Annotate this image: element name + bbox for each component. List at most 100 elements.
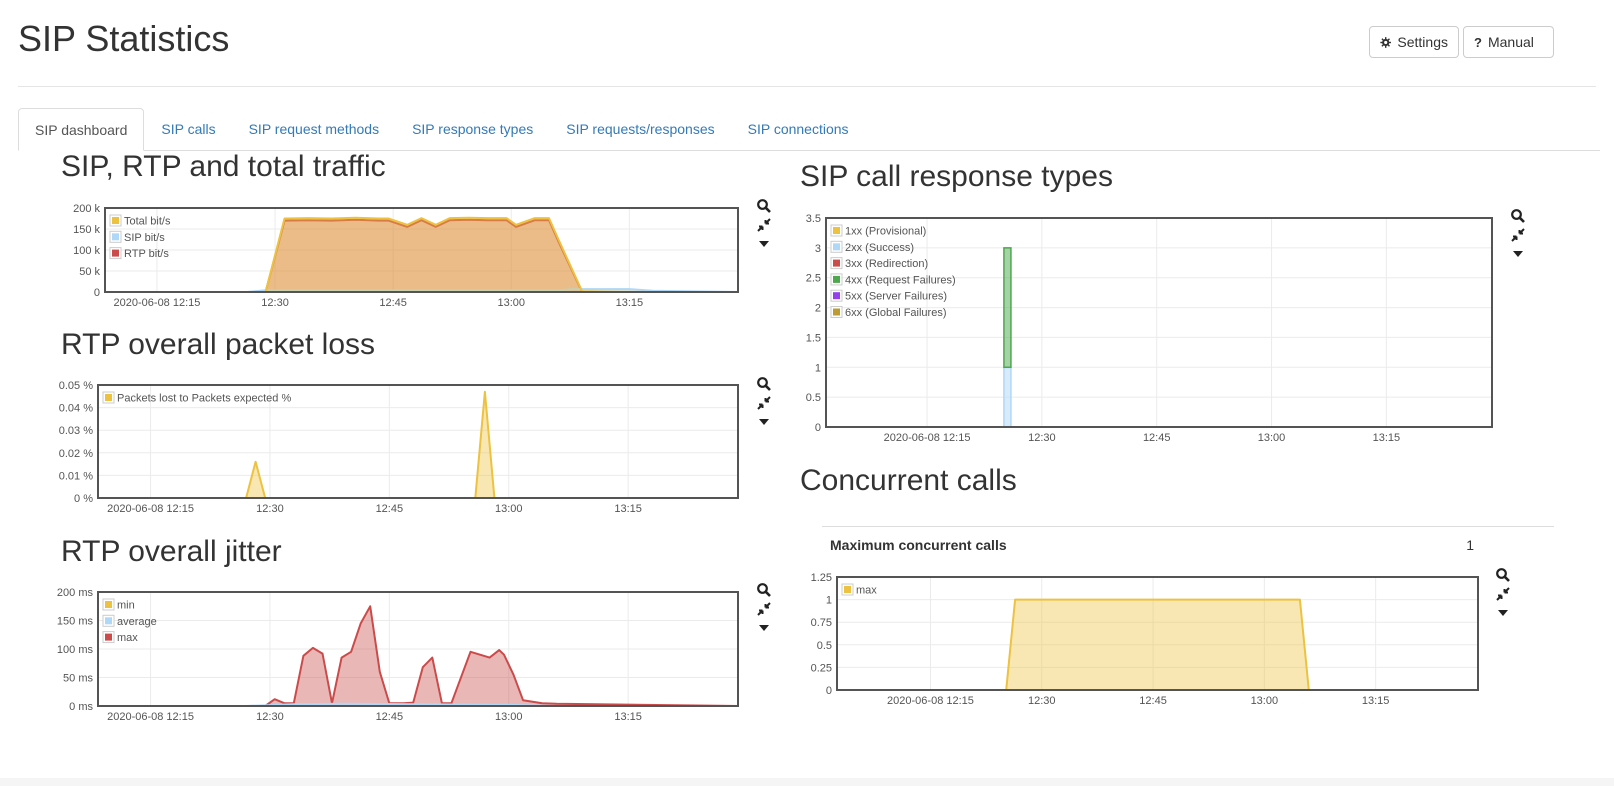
legend-label: Total bit/s [124,216,171,228]
x-tick-label: 12:45 [1143,432,1171,444]
plot-frame [825,217,1493,428]
legend-label: 2xx (Success) [845,242,914,254]
series-area-rtp-bit-s [105,219,738,292]
compress-icon[interactable] [1495,586,1511,602]
y-tick-label: 150 ms [57,616,94,628]
legend-swatch-packets-lost-to-packets-expected [105,394,112,401]
question-icon: ? [1474,34,1482,50]
zoom-icon[interactable] [1495,567,1511,583]
legend-swatch-total-bit-s [112,217,119,224]
y-tick-label: 0 [94,287,100,299]
caret-down-icon[interactable] [756,236,772,252]
y-tick-label: 100 ms [57,644,94,656]
manual-button[interactable]: ? Manual [1463,26,1554,58]
series-line-rtp-bit-s [105,218,738,293]
loss-tools [756,376,776,433]
legend-swatch-min [105,601,112,608]
zoom-icon[interactable] [756,582,772,598]
tab-sip-response-types[interactable]: SIP response types [412,121,534,137]
legend-label: 3xx (Redirection) [845,258,928,270]
x-tick-label: 12:30 [256,503,284,515]
y-tick-label: 0.75 [811,617,832,629]
caret-down-icon[interactable] [1510,246,1526,262]
legend-swatch-sip-bit-s [112,233,119,241]
legend-swatch-average [105,617,112,625]
legend: Packets lost to Packets expected % [102,391,291,405]
x-tick-label: 12:30 [1028,695,1056,707]
concurrent-tools [1495,567,1515,624]
compress-icon[interactable] [1510,227,1526,243]
zoom-icon[interactable] [1510,208,1526,224]
legend-label: 1xx (Provisional) [845,226,926,238]
y-tick-label: 100 k [73,245,100,257]
legend: 1xx (Provisional) 2xx (Success) 3xx (Redir… [830,224,956,319]
table-row: Maximum concurrent calls 1 [822,527,1554,563]
tab-sip-request-methods[interactable]: SIP request methods [248,121,380,137]
legend-swatch-max [844,586,851,593]
legend-swatch-max [105,633,112,641]
y-tick-label: 1 [826,595,832,607]
jitter-tools [756,582,776,639]
y-tick-label: 200 k [73,203,100,215]
tab-sip-connections[interactable]: SIP connections [747,121,849,137]
x-tick-label: 2020-06-08 12:15 [114,297,201,309]
zoom-icon[interactable] [756,198,772,214]
x-tick-label: 13:15 [1362,695,1390,707]
compress-icon[interactable] [756,395,772,411]
legend-swatch-rtp-bit-s [112,249,119,257]
x-tick-label: 13:15 [1373,432,1401,444]
y-tick-label: 0.05 % [59,380,93,392]
compress-icon[interactable] [756,601,772,617]
x-tick-label: 12:45 [376,711,404,723]
y-tick-label: 50 k [79,266,100,278]
x-tick-label: 2020-06-08 12:15 [107,503,194,515]
concurrent-calls-table: Maximum concurrent calls 1 [822,526,1554,563]
x-tick-label: 13:00 [1251,695,1279,707]
x-tick-label: 13:00 [497,297,525,309]
y-tick-label: 3.5 [806,213,821,225]
y-tick-label: 0 % [74,493,93,505]
x-tick-label: 2020-06-08 12:15 [884,432,971,444]
compress-icon[interactable] [756,217,772,233]
series-area-total-bit-s [105,217,738,292]
x-tick-label: 13:00 [1258,432,1286,444]
plot-frame [836,576,1479,691]
x-tick-label: 12:30 [256,711,284,723]
legend-label: 6xx (Global Failures) [845,307,946,319]
legend-label: 5xx (Server Failures) [845,291,947,303]
bar-4xx-request-failures [1003,247,1012,369]
legend-label: max [856,585,877,597]
y-tick-label: 0.04 % [59,403,93,415]
manual-label: Manual [1487,34,1534,50]
responses-tools [1510,208,1530,265]
max-concurrent-label: Maximum concurrent calls [830,537,1007,553]
tab-sip-requests-responses[interactable]: SIP requests/responses [566,121,715,137]
tab-sip-calls[interactable]: SIP calls [161,121,216,137]
jitter-title: RTP overall jitter [61,535,282,568]
settings-button[interactable]: Settings [1369,26,1459,58]
page-title: SIP Statistics [18,18,230,59]
tab-sip-dashboard[interactable]: SIP dashboard [18,108,145,151]
y-tick-label: 0.25 [811,662,832,674]
caret-down-icon[interactable] [1495,605,1511,621]
legend-swatch-1xx-provisional [833,227,840,234]
y-tick-label: 0.02 % [59,448,93,460]
legend-swatch-3xx-redirection [833,259,840,267]
legend-label: min [117,600,135,612]
footer-bar [0,778,1614,786]
zoom-icon[interactable] [756,376,772,392]
caret-down-icon[interactable] [756,414,772,430]
legend-label: RTP bit/s [124,248,169,260]
x-tick-label: 12:30 [261,297,289,309]
caret-down-icon[interactable] [756,620,772,636]
legend: max [841,583,877,597]
x-tick-label: 13:15 [616,297,644,309]
